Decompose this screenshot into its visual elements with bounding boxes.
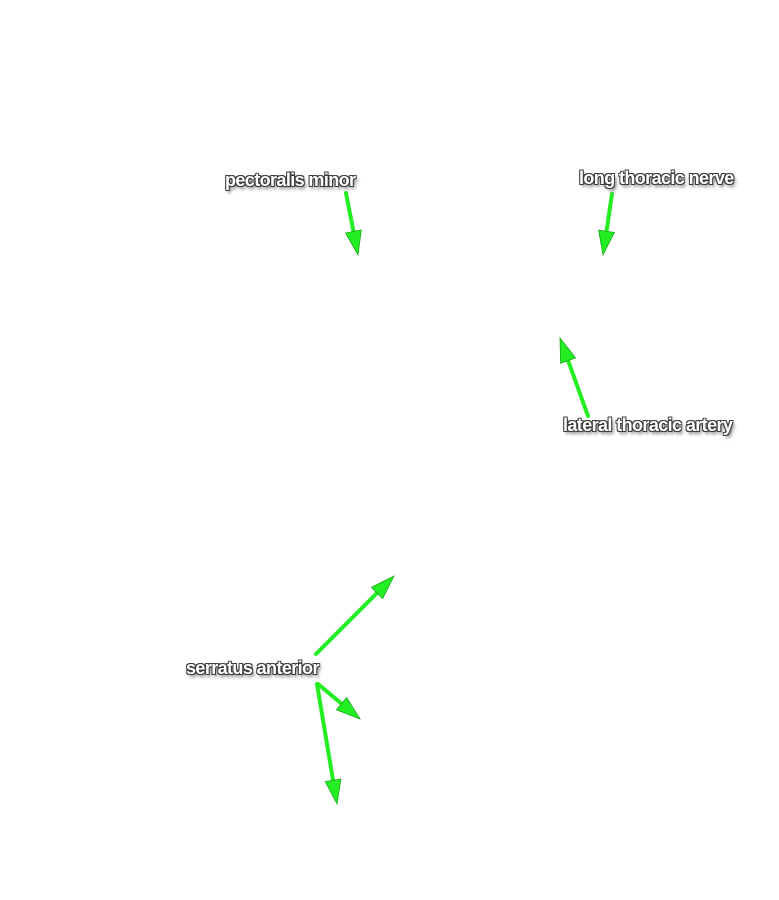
arrow-serratus-anterior-middle <box>316 682 361 720</box>
arrow-serratus-anterior-middle-head <box>335 696 361 720</box>
arrow-pectoralis-minor <box>344 191 362 257</box>
arrow-long-thoracic-nerve <box>598 192 616 257</box>
arrow-serratus-anterior-middle-shaft <box>316 682 346 707</box>
arrow-pectoralis-minor-shaft <box>344 191 356 236</box>
arrow-pectoralis-minor-head <box>344 229 362 257</box>
arrow-lateral-thoracic-artery-head <box>559 336 577 364</box>
arrow-serratus-anterior-upper-shaft <box>314 589 381 656</box>
arrow-lateral-thoracic-artery <box>559 336 590 418</box>
arrow-serratus-anterior-lower-shaft <box>315 682 336 785</box>
arrow-serratus-anterior-upper-head <box>370 575 395 600</box>
label-long-thoracic-nerve: long thoracic nerve <box>579 168 734 188</box>
label-serratus-anterior: serratus anterior <box>186 658 319 678</box>
arrow-serratus-anterior-lower-head <box>324 778 342 806</box>
label-lateral-thoracic-artery: lateral thoracic artery <box>563 415 733 435</box>
arrow-serratus-anterior-lower <box>315 682 342 806</box>
arrow-lateral-thoracic-artery-shaft <box>565 356 590 418</box>
arrow-long-thoracic-nerve-shaft <box>604 192 614 236</box>
arrow-long-thoracic-nerve-head <box>598 229 616 257</box>
label-pectoralis-minor: pectoralis minor <box>225 170 356 190</box>
arrow-serratus-anterior-upper <box>314 575 395 656</box>
